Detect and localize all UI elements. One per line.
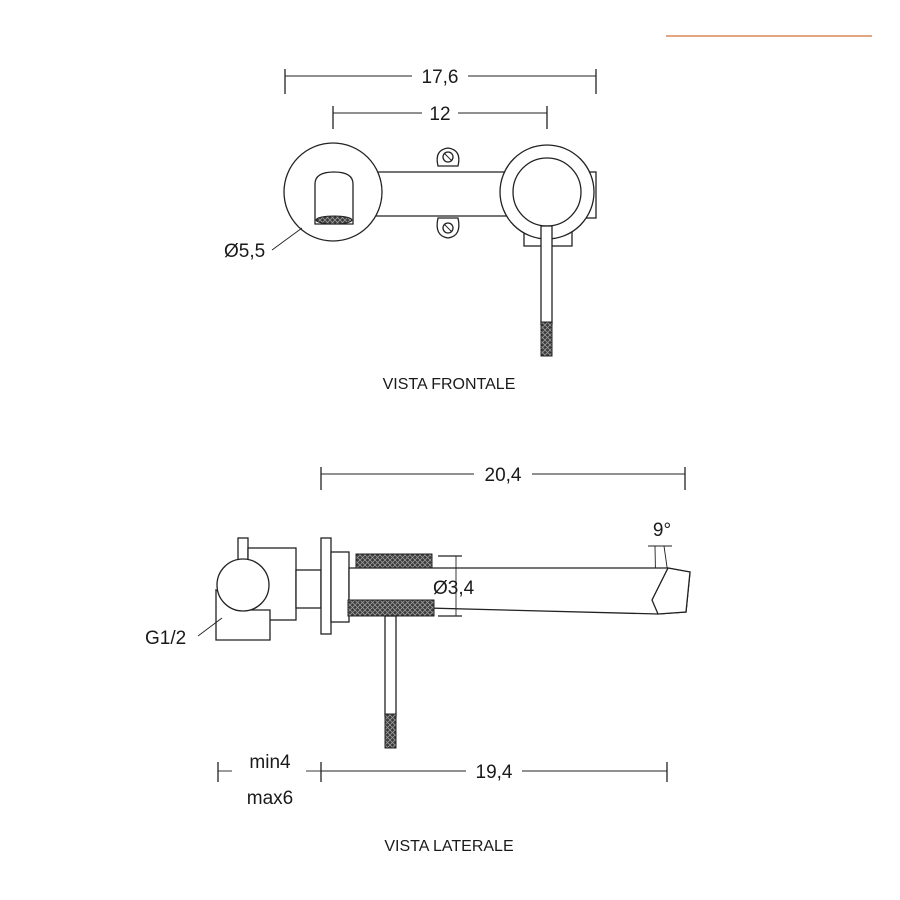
concealed-valve bbox=[215, 537, 322, 641]
plate-spacer bbox=[330, 551, 350, 623]
dimension-spout-diameter: Ø3,4 bbox=[433, 555, 475, 617]
dim-wall-max-label: max6 bbox=[247, 788, 293, 809]
dim-center-distance-label: 12 bbox=[429, 104, 450, 125]
cartridge-cap bbox=[512, 157, 582, 227]
mounting-screw-bottom bbox=[436, 217, 460, 239]
lever-grip bbox=[540, 321, 553, 357]
front-view-caption: VISTA FRONTALE bbox=[383, 376, 516, 393]
dim-spout-diameter-label: Ø3,4 bbox=[433, 578, 475, 599]
valve-neck bbox=[295, 569, 322, 609]
inlet-pipe-section bbox=[216, 558, 270, 612]
lever-handle-side bbox=[384, 615, 397, 717]
thread-leader bbox=[197, 617, 223, 637]
dimension-wall-depth: min4 max6 bbox=[217, 752, 321, 809]
dim-total-length-label: 20,4 bbox=[485, 465, 522, 486]
dimension-total-length: 20,4 bbox=[320, 465, 686, 490]
dimension-projection: 19,4 bbox=[320, 762, 668, 783]
front-view: 17,6 12 bbox=[224, 67, 597, 393]
aerator bbox=[315, 215, 353, 225]
side-view-caption: VISTA LATERALE bbox=[384, 838, 513, 855]
spout-knurl-bottom bbox=[347, 599, 435, 617]
diameter-leader bbox=[271, 227, 303, 251]
dim-overall-width-label: 17,6 bbox=[422, 67, 459, 88]
mounting-screw-top bbox=[436, 147, 460, 167]
dim-projection-label: 19,4 bbox=[476, 762, 513, 783]
spout-outlet bbox=[314, 171, 354, 225]
spout-knurl-top bbox=[355, 553, 433, 569]
dim-diameter-label: Ø5,5 bbox=[224, 241, 265, 262]
dimension-overall-width: 17,6 bbox=[284, 67, 597, 94]
dim-thread-label: G1/2 bbox=[145, 628, 186, 649]
dim-angle-label: 9° bbox=[653, 520, 671, 541]
dimension-center-distance: 12 bbox=[332, 104, 548, 129]
side-view: 20,4 9° G1/2 bbox=[145, 465, 691, 855]
dim-wall-min-label: min4 bbox=[249, 752, 291, 773]
wall-plate bbox=[320, 537, 332, 635]
lever-handle bbox=[540, 225, 553, 325]
lever-grip-side bbox=[384, 713, 397, 749]
